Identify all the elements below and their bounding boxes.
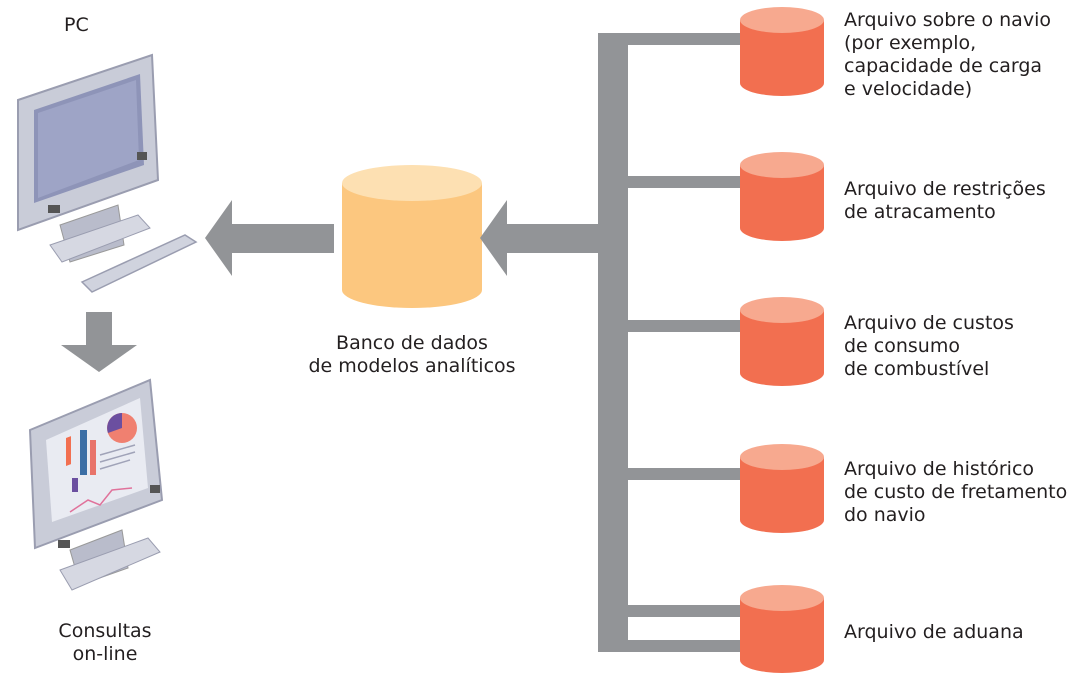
analytical-database-cylinder	[342, 165, 482, 308]
database-label: Banco de dados de modelos analíticos	[308, 332, 516, 377]
database-to-pc-arrow	[205, 200, 334, 276]
files-to-database-arrow	[480, 200, 605, 276]
file-cylinder-berthing	[740, 152, 824, 241]
file-cylinder-customs	[740, 585, 824, 673]
file-label-customs: Arquivo de aduana	[844, 621, 1024, 643]
file-label-fuel: Arquivo de custos de consumo de combustí…	[844, 312, 1014, 380]
file-label-ship: Arquivo sobre o navio (por exemplo, capa…	[844, 9, 1051, 100]
pc-label: PC	[64, 14, 89, 36]
file-label-charter: Arquivo de histórico de custo de fretame…	[844, 458, 1068, 526]
file-cylinder-ship	[740, 7, 824, 96]
pc-computer-icon	[17, 53, 198, 293]
file-cylinder-charter	[740, 444, 824, 533]
online-query-label: Consultas on-line	[58, 620, 152, 665]
file-connector-bus	[598, 33, 740, 652]
file-label-berthing: Arquivo de restrições de atracamento	[844, 178, 1046, 223]
file-cylinder-fuel	[740, 297, 824, 386]
online-query-computer-icon	[28, 378, 164, 591]
down-arrow	[61, 312, 137, 372]
